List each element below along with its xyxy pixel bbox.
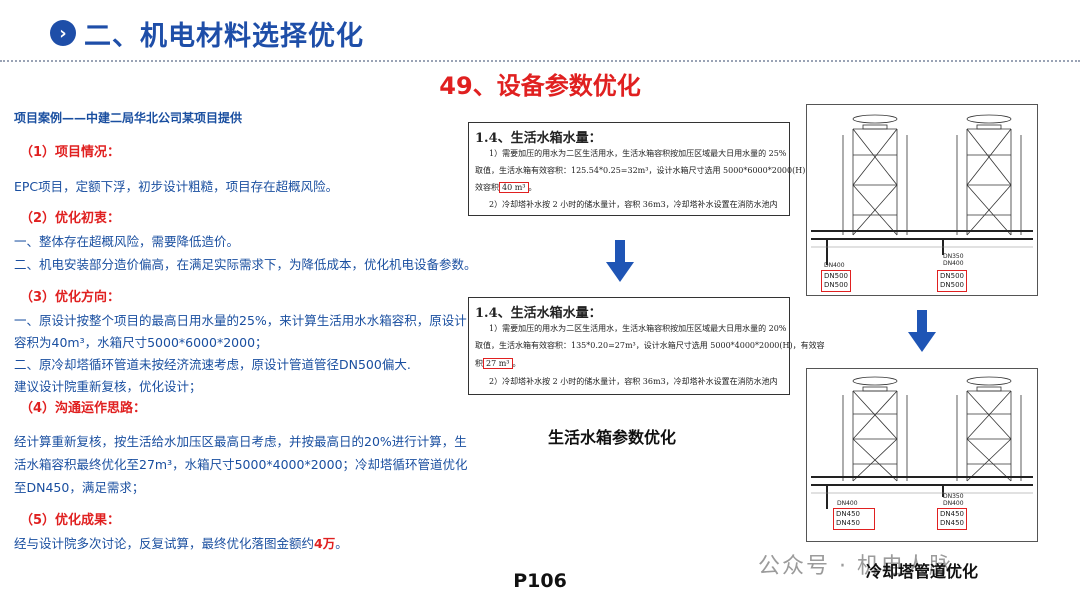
pipe-size-box-right: DN450 DN450	[937, 508, 967, 530]
original-calc-excerpt: 1.4、生活水箱水量： 1）需要加压的用水为二区生活用水，生活水箱容积按加压区域…	[468, 122, 821, 216]
slide-subtitle: 49、设备参数优化	[439, 72, 641, 100]
section-4-title: （4）沟通运作思路：	[20, 401, 147, 416]
excerpt-line: 取值，生活水箱有效容积：125.54*0.25=32m³，设计水箱尺寸选用 50…	[475, 166, 822, 175]
excerpt-line: 1）需要加压的用水为二区生活用水，生活水箱容积按加压区域最大日用水量的 20%	[489, 324, 787, 333]
pipe-label: DN400	[837, 500, 858, 507]
section-3-line-2: 容积为40m³，水箱尺寸5000*6000*2000；	[14, 335, 268, 350]
dotted-divider	[0, 60, 1080, 62]
section-5-title: （5）优化成果：	[20, 513, 121, 528]
pipe-label-text: DN400	[943, 260, 964, 267]
section-2-line-2: 二、机电安装部分造价偏高，在满足实际需求下，为降低成本，优化机电设备参数。	[14, 257, 477, 272]
section-3-line-1: 一、原设计按整个项目的最高日用水量的25%，来计算生活用水水箱容积，原设计	[14, 313, 467, 328]
pipe-label: DN350 DN400	[943, 253, 964, 267]
highlight-volume-40: 40 m³	[499, 182, 529, 193]
excerpt-heading: 1.4、生活水箱水量：	[475, 306, 602, 321]
caption-cooling-tower: 冷却塔管道优化	[866, 562, 979, 581]
section-5-text: 经与设计院多次讨论，反复试算，最终优化落图金额约	[14, 536, 315, 551]
excerpt-line: 1）需要加压的用水为二区生活用水，生活水箱容积按加压区域最大日用水量的 25%	[489, 149, 787, 158]
section-5-body: 经与设计院多次讨论，反复试算，最终优化落图金额约4万。	[14, 533, 348, 555]
excerpt-text: 。	[512, 359, 521, 368]
cooling-tower-diagram-optimized: DN400 DN450 DN450 DN350 DN400 DN450 DN45…	[806, 368, 1038, 542]
cooling-tower-drawing	[811, 114, 1033, 265]
pipe-size-label: DN500	[940, 272, 964, 280]
pipe-size-label: DN450	[836, 519, 860, 527]
down-arrow-icon	[908, 310, 936, 352]
saving-amount: 4万	[314, 536, 336, 551]
section-3-line-4: 建议设计院重新复核，优化设计；	[14, 379, 202, 394]
section-1-body: EPC项目，定额下浮，初步设计粗糙，项目存在超概风险。	[14, 179, 339, 194]
pipe-label-text: DN400	[943, 500, 964, 507]
excerpt-text: 积	[475, 359, 483, 368]
page-number: P106	[513, 570, 567, 592]
case-title: 项目案例——中建二局华北公司某项目提供	[14, 111, 243, 125]
cooling-tower-drawing	[811, 376, 1033, 509]
optimized-calc-excerpt: 1.4、生活水箱水量： 1）需要加压的用水为二区生活用水，生活水箱容积按加压区域…	[468, 297, 825, 395]
pipe-size-box-left: DN450 DN450	[833, 508, 875, 530]
excerpt-heading: 1.4、生活水箱水量：	[475, 131, 602, 146]
highlight-volume-27: 27 m³	[483, 358, 513, 369]
pipe-label-text: DN350	[943, 253, 964, 260]
pipe-label-text: DN350	[943, 493, 964, 500]
watermark: 公众号 · 机电人脉	[758, 554, 953, 579]
section-5-end: 。	[335, 536, 348, 551]
section-title: 二、机电材料选择优化	[84, 21, 364, 52]
section-2-title: （2）优化初衷：	[20, 211, 121, 226]
section-3-title: （3）优化方向：	[20, 290, 121, 305]
section-4-line-3: 至DN450，满足需求；	[14, 480, 145, 495]
section-4-line-1: 经计算重新复核，按生活给水加压区最高日考虑，并按最高日的20%进行计算，生	[14, 434, 467, 449]
header: › 二、机电材料选择优化	[0, 0, 1080, 62]
section-1-title: （1）项目情况：	[20, 145, 121, 160]
pipe-size-label: DN450	[836, 510, 860, 518]
pipe-size-box-left: DN500 DN500	[821, 270, 851, 292]
pipe-label: DN350 DN400	[943, 493, 964, 507]
excerpt-line: 取值，生活水箱有效容积：135*0.20=27m³，设计水箱尺寸选用 5000*…	[475, 341, 825, 350]
down-arrow-icon	[606, 240, 634, 282]
pipe-size-label: DN500	[940, 281, 964, 289]
section-3-line-3: 二、原冷却塔循环管道未按经济流速考虑，原设计管道管径DN500偏大.	[14, 357, 411, 372]
pipe-size-label: DN450	[940, 510, 964, 518]
excerpt-line: 2）冷却塔补水按 2 小时的储水量计，容积 36m3，冷却塔补水设置在消防水池内	[489, 377, 778, 386]
pipe-label: DN400	[824, 262, 845, 269]
excerpt-line: 2）冷却塔补水按 2 小时的储水量计，容积 36m3，冷却塔补水设置在消防水池内	[489, 200, 778, 209]
pipe-size-label: DN500	[824, 281, 848, 289]
chevron-right-circle-icon: ›	[50, 20, 76, 46]
caption-water-tank: 生活水箱参数优化	[548, 428, 677, 447]
section-2-line-1: 一、整体存在超概风险，需要降低造价。	[14, 234, 240, 249]
pipe-size-box-right: DN500 DN500	[937, 270, 967, 292]
cooling-tower-diagram-original: DN400 DN500 DN500 DN350 DN400 DN500 DN50…	[806, 104, 1038, 296]
pipe-size-label: DN500	[824, 272, 848, 280]
excerpt-text: 。	[528, 183, 537, 192]
section-4-line-2: 活水箱容积最终优化至27m³，水箱尺寸5000*4000*2000；冷却塔循环管…	[14, 457, 468, 472]
pipe-size-label: DN450	[940, 519, 964, 527]
excerpt-text: 效容积	[475, 183, 499, 192]
